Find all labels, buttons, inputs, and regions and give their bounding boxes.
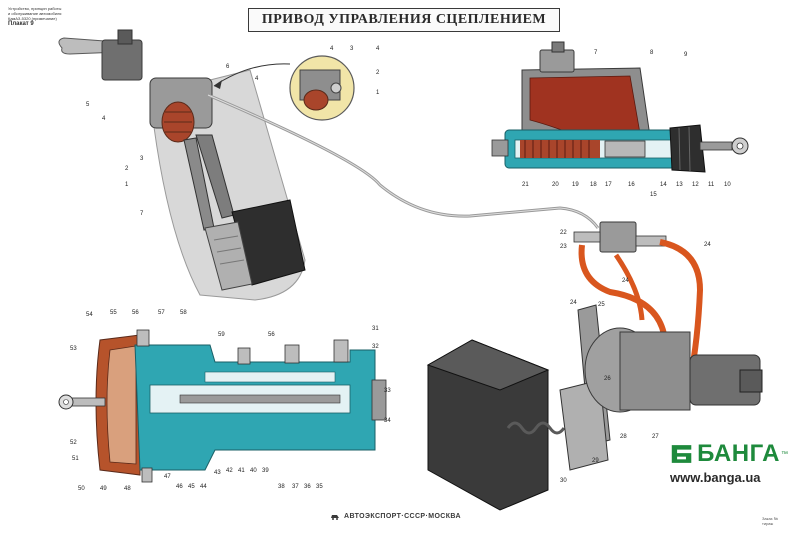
brand-url: www.banga.ua	[670, 470, 761, 485]
label: 7	[140, 211, 144, 217]
label: 53	[70, 346, 77, 352]
plate-number: Плакат 9	[8, 21, 34, 27]
label: 8	[650, 50, 654, 56]
print-footnote: Заказ № тираж	[762, 516, 796, 526]
booster-external	[426, 304, 763, 511]
label: 1	[125, 182, 129, 188]
page-title: ПРИВОД УПРАВЛЕНИЯ СЦЕПЛЕНИЕМ	[261, 12, 547, 27]
caption-line: КамАЗ-5320 (примечание)	[8, 16, 57, 21]
caption-line: Устройство, принцип работы	[8, 6, 62, 11]
label: 28	[620, 434, 627, 440]
label: 4	[376, 46, 380, 52]
hose-connector	[573, 221, 704, 381]
label: 20	[552, 182, 559, 188]
label: 47	[164, 474, 171, 480]
label: 2	[376, 70, 380, 76]
label: 50	[78, 486, 85, 492]
label: 30	[560, 478, 567, 484]
label: 56	[132, 310, 139, 316]
label: 21	[522, 182, 529, 188]
label: 41	[238, 468, 245, 474]
label: 3	[350, 46, 354, 52]
detail-inset	[213, 55, 355, 121]
brand-mark-icon	[671, 445, 692, 463]
label: 25	[598, 302, 605, 308]
label: 16	[628, 182, 635, 188]
label: 7	[594, 50, 598, 56]
label: 26	[604, 376, 611, 382]
label: 13	[676, 182, 683, 188]
footnote-line: тираж	[762, 521, 774, 526]
label: 2	[125, 166, 129, 172]
publisher-name: АВТОЭКСПОРТ·СССР·МОСКВА	[344, 513, 461, 520]
return-spring	[520, 140, 600, 158]
label: 24	[704, 242, 711, 248]
label: 55	[110, 310, 117, 316]
label: 48	[124, 486, 131, 492]
label: 42	[226, 468, 233, 474]
publisher-imprint: АВТОЭКСПОРТ·СССР·МОСКВА	[330, 513, 461, 520]
label: 23	[560, 244, 567, 250]
label: 32	[372, 344, 379, 350]
label: 29	[592, 458, 599, 464]
label: 5	[86, 102, 90, 108]
label: 51	[72, 456, 79, 462]
label: 14	[660, 182, 667, 188]
label: 4	[255, 76, 259, 82]
label: 9	[684, 52, 688, 58]
poster-caption: Устройство, принцип работы и обслуживани…	[8, 6, 103, 27]
label: 12	[692, 182, 699, 188]
label: 38	[278, 484, 285, 490]
footnote-line: Заказ №	[762, 516, 778, 521]
label: 27	[652, 434, 659, 440]
label: 24	[570, 300, 577, 306]
label: 35	[316, 484, 323, 490]
label: 44	[200, 484, 207, 490]
label: 17	[605, 182, 612, 188]
label: 43	[214, 470, 221, 476]
label: 4	[102, 116, 106, 122]
car-icon	[331, 515, 339, 520]
label: 59	[218, 332, 225, 338]
label: 24	[622, 278, 629, 284]
caption-line: и обслуживание автомобиля	[8, 11, 62, 16]
label: 49	[100, 486, 107, 492]
pedal-assembly	[58, 29, 600, 301]
label: 33	[384, 388, 391, 394]
label: 57	[158, 310, 165, 316]
booster-cutaway	[58, 329, 387, 483]
brand-logo: БАНГА ™ www.banga.ua	[670, 440, 788, 490]
label: 56	[268, 332, 275, 338]
label: 4	[330, 46, 334, 52]
title-frame: ПРИВОД УПРАВЛЕНИЯ СЦЕПЛЕНИЕМ	[248, 8, 560, 32]
label: 22	[560, 230, 567, 236]
label: 31	[372, 326, 379, 332]
label: 40	[250, 468, 257, 474]
label: 11	[708, 182, 715, 188]
label: 36	[304, 484, 311, 490]
label: 52	[70, 440, 77, 446]
label: 19	[572, 182, 579, 188]
label: 1	[376, 90, 380, 96]
label: 6	[226, 64, 230, 70]
label: 46	[176, 484, 183, 490]
label: 3	[140, 156, 144, 162]
label: 39	[262, 468, 269, 474]
label: 58	[180, 310, 187, 316]
label: 45	[188, 484, 195, 490]
label: 54	[86, 312, 93, 318]
label: 18	[590, 182, 597, 188]
label: 15	[650, 192, 657, 198]
master-cylinder-cutaway	[491, 41, 749, 173]
label: 10	[724, 182, 731, 188]
callout-labels: 5 4 6 4 3 2 1 7 4 3 4 2 1 7 8 9 21 20 19…	[70, 46, 731, 492]
label: 34	[384, 418, 391, 424]
label: 37	[292, 484, 299, 490]
brand-name: БАНГА	[697, 440, 780, 467]
trademark-symbol: ™	[781, 450, 788, 458]
